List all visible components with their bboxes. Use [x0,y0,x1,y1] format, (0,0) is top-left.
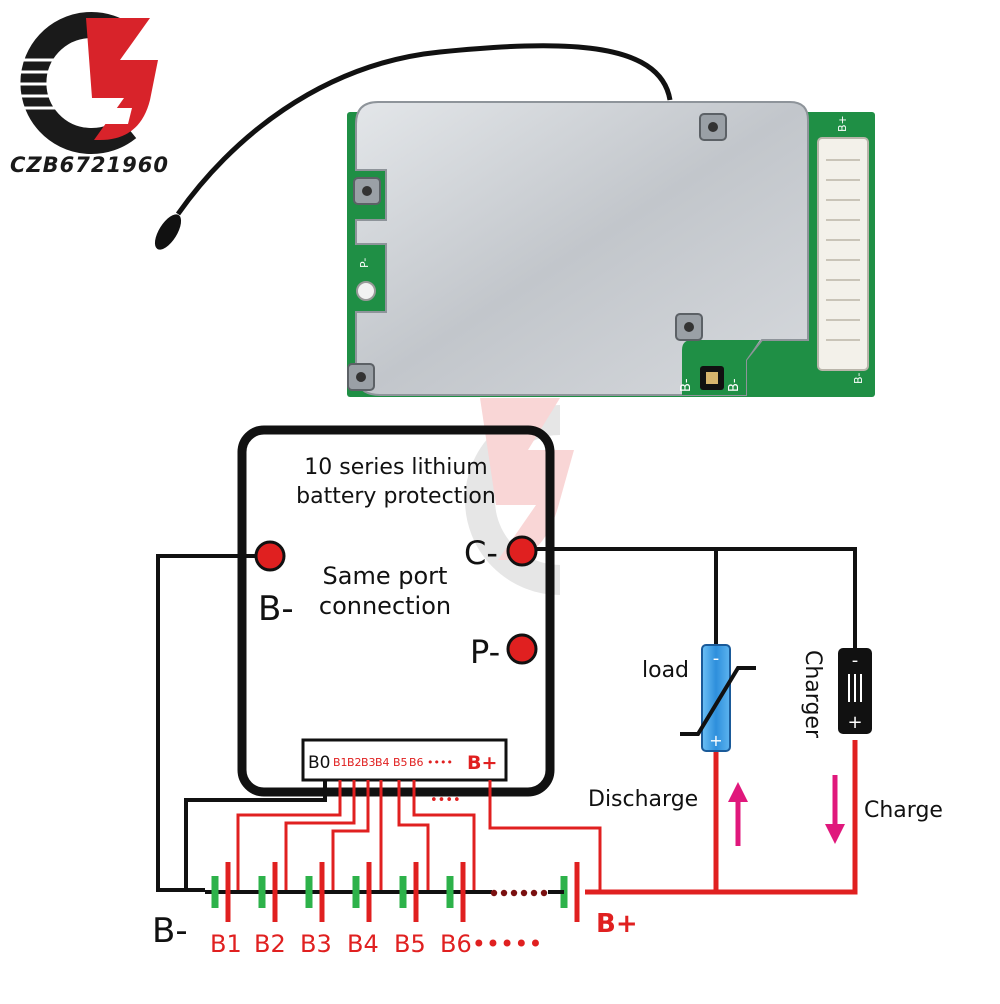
conn-b4: B4 [375,756,390,769]
cell-label: B3 [300,930,332,958]
battery-plus-label: B+ [596,909,638,939]
port-bminus-terminal [254,540,286,572]
same-port-line2: connection [319,592,451,620]
cell-label: B1 [210,930,242,958]
silk-bminus-3: B- [727,378,742,392]
port-cminus-label: C- [464,534,498,572]
conn-b0: B0 [308,753,330,773]
charger-plus-sign: + [847,712,862,733]
silk-bminus: B- [852,372,865,384]
battery-chain [205,862,580,922]
brand-text: CZB6721960 [10,153,169,177]
battery-minus-label: B- [152,911,188,951]
conn-dots: •••• [427,756,453,769]
cell-label: B2 [254,930,286,958]
conn-bplus: B+ [467,752,497,774]
wire-dots: •••• [430,793,461,808]
load-minus-sign: - [713,648,720,669]
module-title-line1: 10 series lithium [304,455,487,480]
black-wires [156,547,857,892]
port-cminus-terminal [506,535,538,567]
conn-b1: B1 [333,756,348,769]
balance-header [301,738,508,782]
charge-arrow [825,775,845,844]
thermistor-probe [154,214,182,250]
load-plus-sign: + [709,731,722,750]
silk-bplus: B+ [836,115,849,132]
load-label: load [642,658,689,683]
red-power-wires [585,740,858,895]
thermistor-wire [154,43,673,250]
charger-unit: - + [838,648,872,734]
charge-label: Charge [864,798,943,823]
conn-b6: B6 [409,756,424,769]
silk-bminus-2: B- [679,378,694,392]
cell-label: B5 [394,930,426,958]
port-pminus-label: P- [470,633,500,671]
cell-label: B4 [347,930,379,958]
conn-b5: B5 [393,756,408,769]
charger-minus-sign: - [852,650,859,671]
bms-module-box [237,425,555,797]
silk-p: P- [358,258,371,268]
discharge-label: Discharge [588,787,698,812]
brand-logo: CZB6721960 [10,12,169,177]
balance-connector [817,137,869,371]
module-title-line2: battery protection [296,484,496,509]
port-pminus-terminal [506,633,538,665]
cell-label: B6••••• [440,930,543,958]
discharge-arrow [728,782,748,846]
conn-b3: B3 [361,756,376,769]
conn-b2: B2 [347,756,362,769]
port-bminus-label: B- [258,589,294,629]
red-balance-wires [236,780,602,892]
charger-label: Charger [800,650,825,739]
bms-board: B+ B- B- B- P- [347,101,875,397]
load-resistor: - + [680,644,756,752]
same-port-line1: Same port [323,562,448,590]
